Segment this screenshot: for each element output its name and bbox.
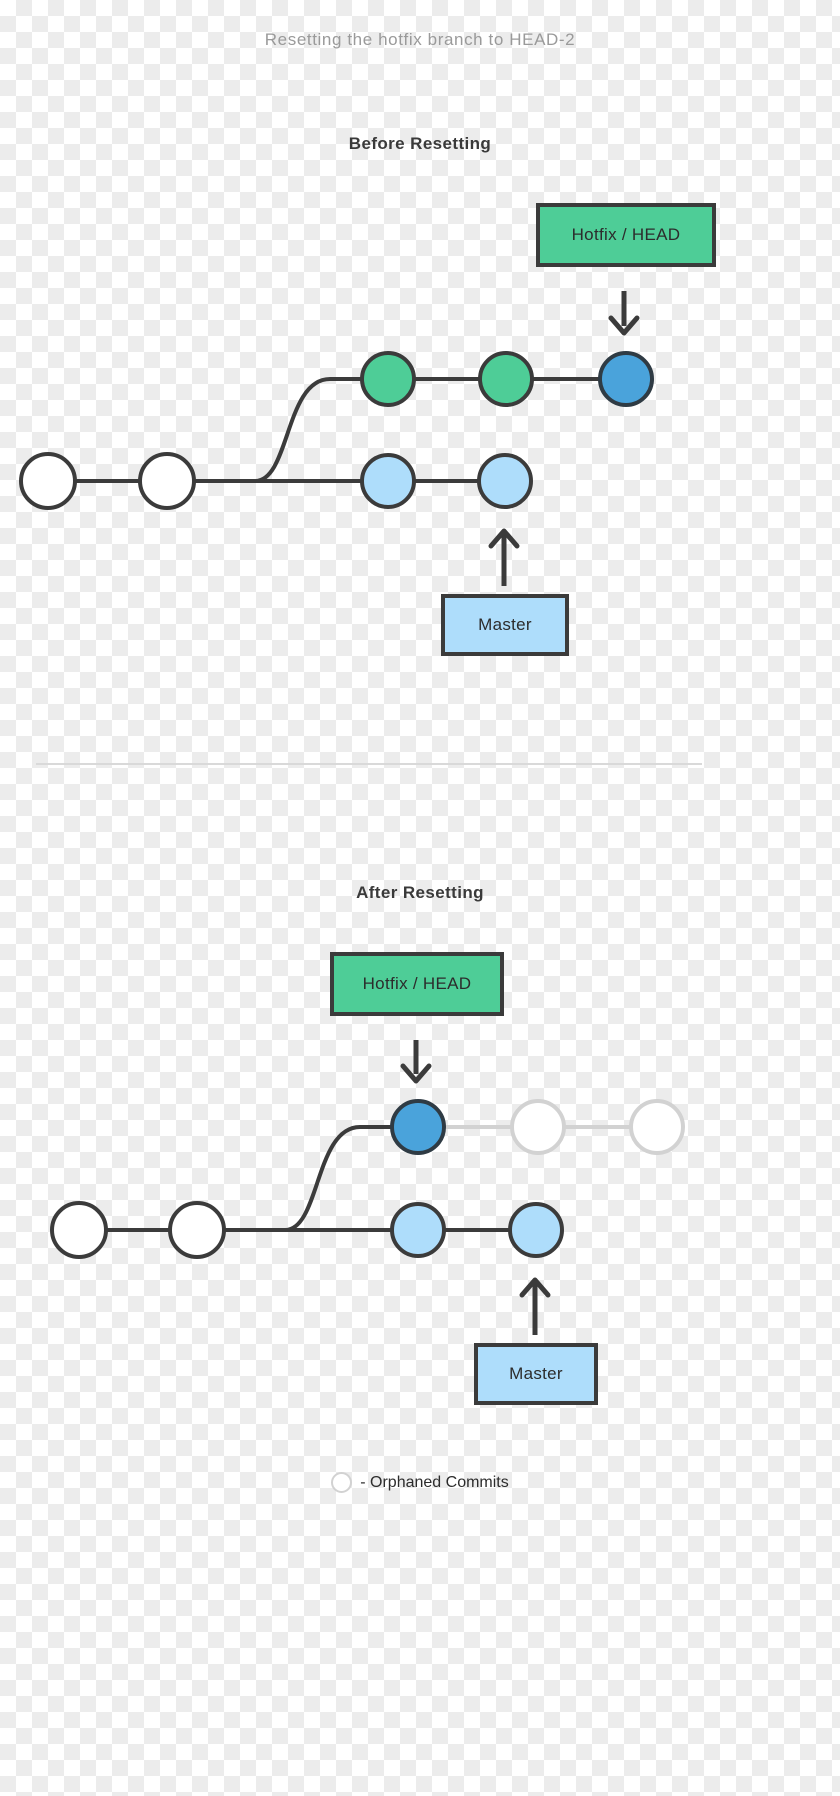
after-master-commit-1[interactable] bbox=[168, 1201, 226, 1259]
section-heading-before: Before Resetting bbox=[348, 134, 492, 153]
label-hotfix-head-before-text: Hotfix / HEAD bbox=[571, 225, 681, 244]
after-branch-curve bbox=[284, 1125, 418, 1232]
label-hotfix-head-after-text: Hotfix / HEAD bbox=[362, 974, 472, 993]
before-hotfix-commit-0[interactable] bbox=[360, 351, 416, 407]
after-orphaned-commit-0[interactable] bbox=[510, 1099, 566, 1155]
orphaned-commit-icon bbox=[331, 1472, 353, 1493]
legend-label: - Orphaned Commits bbox=[360, 1473, 509, 1491]
after-master-commit-3[interactable] bbox=[508, 1202, 564, 1258]
before-hotfix-commit-1[interactable] bbox=[478, 351, 534, 407]
before-hotfix-arrow-icon bbox=[608, 291, 640, 336]
section-heading-after: After Resetting bbox=[356, 883, 484, 902]
label-hotfix-head-before[interactable]: Hotfix / HEAD bbox=[536, 203, 716, 267]
before-master-arrow-icon bbox=[488, 528, 520, 586]
before-branch-curve bbox=[254, 377, 388, 483]
after-master-commit-2[interactable] bbox=[390, 1202, 446, 1258]
page-title: Resetting the hotfix branch to HEAD-2 bbox=[264, 30, 576, 49]
before-master-commit-2[interactable] bbox=[360, 453, 416, 509]
before-hotfix-commit-head[interactable] bbox=[598, 351, 654, 407]
before-master-commit-0[interactable] bbox=[19, 452, 77, 510]
after-master-arrow-icon bbox=[519, 1277, 551, 1335]
label-master-before-text: Master bbox=[478, 615, 532, 634]
after-orphaned-commit-1[interactable] bbox=[629, 1099, 685, 1155]
label-hotfix-head-after[interactable]: Hotfix / HEAD bbox=[330, 952, 504, 1016]
label-master-after[interactable]: Master bbox=[474, 1343, 598, 1405]
before-master-commit-3[interactable] bbox=[477, 453, 533, 509]
after-hotfix-commit-head[interactable] bbox=[390, 1099, 446, 1155]
label-master-before[interactable]: Master bbox=[441, 594, 569, 656]
legend: - Orphaned Commits bbox=[0, 1472, 840, 1493]
before-master-commit-1[interactable] bbox=[138, 452, 196, 510]
after-master-commit-0[interactable] bbox=[50, 1201, 108, 1259]
after-hotfix-arrow-icon bbox=[400, 1040, 432, 1084]
label-master-after-text: Master bbox=[509, 1364, 563, 1383]
